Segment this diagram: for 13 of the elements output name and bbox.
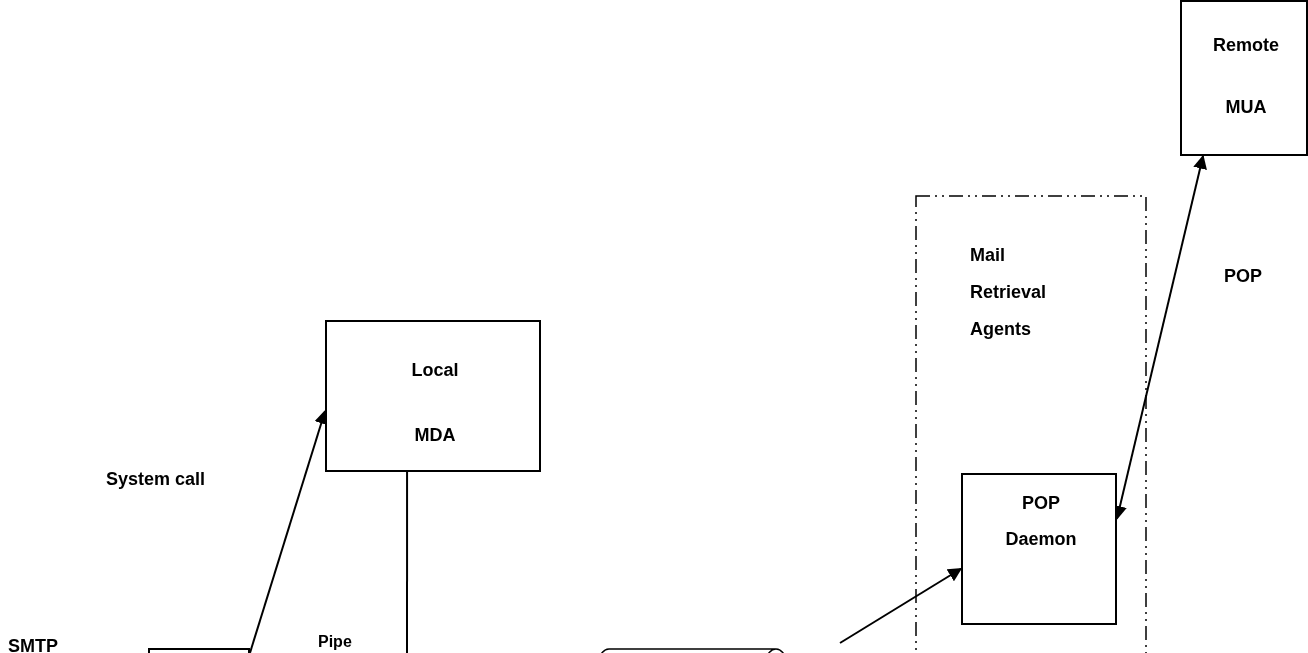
text-label: System call — [106, 469, 206, 490]
process-box — [961, 473, 1117, 625]
process-box — [1180, 0, 1308, 156]
dash-dot-group-boundary — [915, 195, 1147, 653]
box-label: Remote MUA — [1212, 34, 1280, 119]
arrow — [839, 567, 963, 644]
group-title: Mail Retrieval Agents — [970, 244, 1048, 341]
process-box — [325, 320, 541, 472]
box-label: POP Daemon — [1004, 492, 1078, 551]
text-label: SMTP — [8, 636, 58, 653]
text-label: POP — [1224, 266, 1262, 287]
box-label: Local MDA — [410, 359, 460, 447]
text-label: Pipe — [318, 633, 352, 651]
